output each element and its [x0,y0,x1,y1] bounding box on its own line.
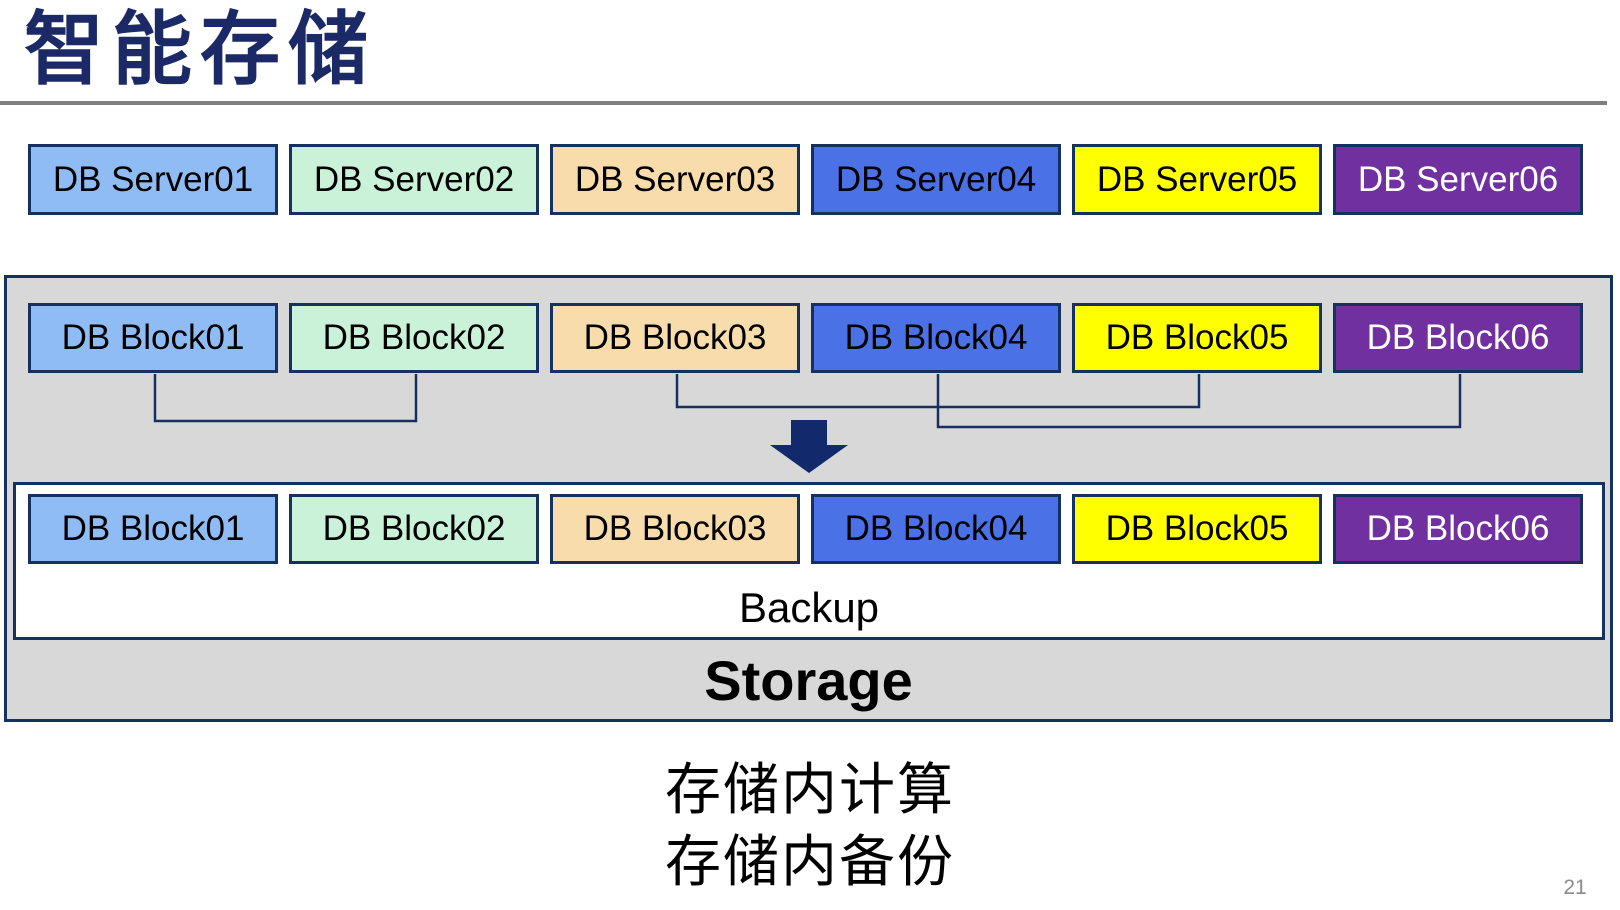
db-server-box-5: DB Server05 [1072,144,1322,215]
db-block-top-box-2: DB Block02 [289,303,539,373]
db-block-top-box-6: DB Block06 [1333,303,1583,373]
db-server-row: DB Server01 DB Server02 DB Server03 DB S… [28,144,1583,215]
backup-label: Backup [738,584,880,631]
db-block-bottom-box-3: DB Block03 [550,494,800,564]
page-title: 智能存储 [24,5,376,94]
caption-line-1: 存储内计算 [665,758,955,821]
caption-line-2: 存储内备份 [665,830,955,893]
db-block-top-box-1: DB Block01 [28,303,278,373]
db-block-bottom-box-5: DB Block05 [1072,494,1322,564]
db-block-top-box-4: DB Block04 [811,303,1061,373]
caption-text: 存储内计算 存储内备份 [0,754,1620,898]
storage-label: Storage [704,649,913,712]
db-server-box-3: DB Server03 [550,144,800,215]
db-block-row-incoming: DB Block01 DB Block02 DB Block03 DB Bloc… [28,303,1583,373]
db-server-box-1: DB Server01 [28,144,278,215]
db-server-box-6: DB Server06 [1333,144,1583,215]
db-block-bottom-box-4: DB Block04 [811,494,1061,564]
db-block-top-box-5: DB Block05 [1072,303,1322,373]
title-divider [0,101,1607,105]
db-block-bottom-box-6: DB Block06 [1333,494,1583,564]
db-block-top-box-3: DB Block03 [550,303,800,373]
db-server-box-2: DB Server02 [289,144,539,215]
db-block-bottom-box-2: DB Block02 [289,494,539,564]
db-server-box-4: DB Server04 [811,144,1061,215]
page-number: 21 [1563,876,1587,899]
db-block-bottom-box-1: DB Block01 [28,494,278,564]
db-block-row-backup: DB Block01 DB Block02 DB Block03 DB Bloc… [28,494,1583,564]
